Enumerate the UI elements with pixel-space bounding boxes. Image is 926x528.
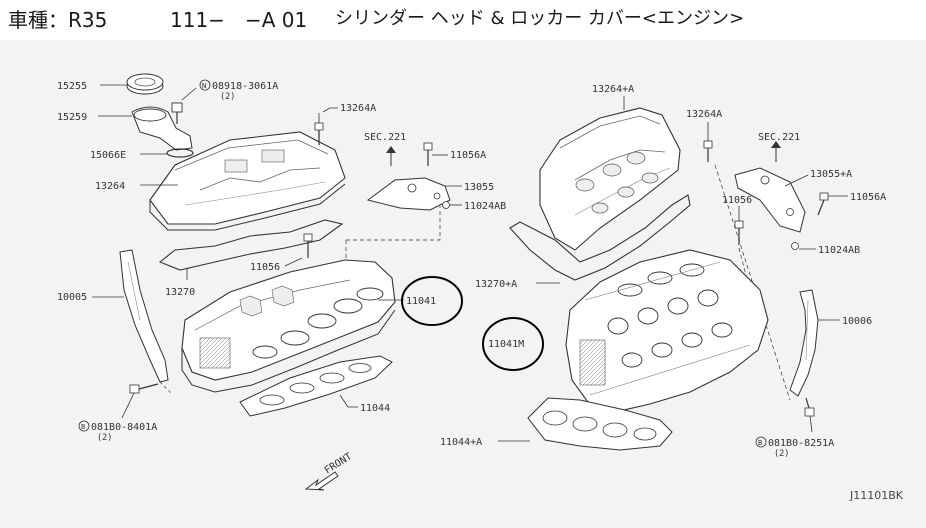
- circled-b-letter-left: B: [81, 423, 85, 431]
- label-15066e[interactable]: 15066E: [90, 150, 126, 161]
- bracket-right-part: [734, 167, 806, 233]
- part-name-title: シリンダー ヘッド & ロッカー カバー<エンジン>: [335, 8, 745, 29]
- label-11041m[interactable]: 11041M: [488, 339, 524, 350]
- filler-gasket-part: [166, 148, 194, 158]
- rocker-gasket-left-part: [158, 219, 344, 271]
- rocker-cover-left-part: [149, 131, 346, 231]
- label-15255[interactable]: 15255: [57, 81, 87, 92]
- rocker-cover-right-part: [539, 107, 681, 251]
- head-gasket-right-part: [527, 397, 673, 451]
- label-11056a-left[interactable]: 11056A: [450, 150, 486, 161]
- label-15259[interactable]: 15259: [57, 112, 87, 123]
- label-11044a[interactable]: 11044+A: [440, 437, 482, 448]
- circled-b-icon-right: [755, 436, 767, 448]
- head-gasket-left-part: [239, 355, 393, 417]
- highlight-circle-11041m: [482, 317, 544, 371]
- bolt-11056-right: [734, 220, 744, 245]
- label-bolt-b-right-qty: (2): [774, 449, 789, 459]
- label-13264a-plus[interactable]: 13264+A: [592, 84, 634, 95]
- circled-n-letter: N: [202, 82, 206, 90]
- highlight-circle-11041: [401, 276, 463, 326]
- label-13055[interactable]: 13055: [464, 182, 494, 193]
- label-13264a-left[interactable]: 13264A: [340, 103, 376, 114]
- label-11056-left[interactable]: 11056: [250, 262, 280, 273]
- rocker-gasket-right-part: [509, 194, 691, 281]
- cylinder-head-left-part: [181, 259, 396, 393]
- label-11056a-right[interactable]: 11056A: [850, 192, 886, 203]
- page-header: 車種：R35 111− −A 01 シリンダー ヘッド & ロッカー カバー<エ…: [0, 0, 926, 40]
- vehicle-model-label: 車種：R35: [8, 8, 108, 32]
- label-11056-right[interactable]: 11056: [722, 195, 752, 206]
- bolt-11056a-right: [817, 192, 829, 216]
- oil-filler-cap-part: [126, 73, 164, 95]
- timing-cover-left-part: [119, 249, 169, 383]
- bolt-n-part: [171, 102, 183, 124]
- label-10006[interactable]: 10006: [842, 316, 872, 327]
- timing-cover-right-part: [789, 289, 819, 397]
- label-bolt-b-left-qty: (2): [97, 433, 112, 443]
- label-bolt-n-qty: (2): [220, 92, 235, 102]
- front-direction-arrow: [304, 471, 339, 491]
- label-bolt-b-left-code[interactable]: 081B0-8401A: [91, 422, 157, 433]
- label-11041[interactable]: 11041: [406, 296, 436, 307]
- label-11044[interactable]: 11044: [360, 403, 390, 414]
- part-number: 111− −A 01: [170, 8, 308, 32]
- label-11024ab-left[interactable]: 11024AB: [464, 201, 506, 212]
- circled-b-icon-left: [78, 420, 90, 432]
- label-13264-left[interactable]: 13264: [95, 181, 125, 192]
- label-13264a-right[interactable]: 13264A: [686, 109, 722, 120]
- bolt-11056a-left: [423, 142, 433, 166]
- label-bolt-b-right-code[interactable]: 081B0-8251A: [768, 438, 834, 449]
- bolt-b-right: [804, 397, 815, 417]
- diagram-reference-code: J11101BK: [849, 489, 904, 502]
- bolt-b-left: [129, 383, 159, 394]
- front-label: FRONT: [323, 451, 354, 476]
- label-13055a[interactable]: 13055+A: [810, 169, 852, 180]
- oil-filler-neck-part: [131, 106, 193, 151]
- label-sec221-left[interactable]: SEC.221: [364, 132, 406, 143]
- bolt-11056-left: [303, 233, 313, 258]
- label-13270a[interactable]: 13270+A: [475, 279, 517, 290]
- label-bolt-n-code[interactable]: 08918-3061A: [212, 81, 278, 92]
- label-10005[interactable]: 10005: [57, 292, 87, 303]
- label-11024ab-right[interactable]: 11024AB: [818, 245, 860, 256]
- circled-n-icon: [199, 79, 211, 91]
- washer-right: [791, 242, 799, 250]
- label-13270[interactable]: 13270: [165, 287, 195, 298]
- bolt-13264a-right: [703, 140, 713, 162]
- cylinder-head-right-part: [565, 249, 769, 413]
- bracket-left-part: [366, 177, 451, 211]
- circled-b-letter-right: B: [758, 439, 762, 447]
- label-sec221-right[interactable]: SEC.221: [758, 132, 800, 143]
